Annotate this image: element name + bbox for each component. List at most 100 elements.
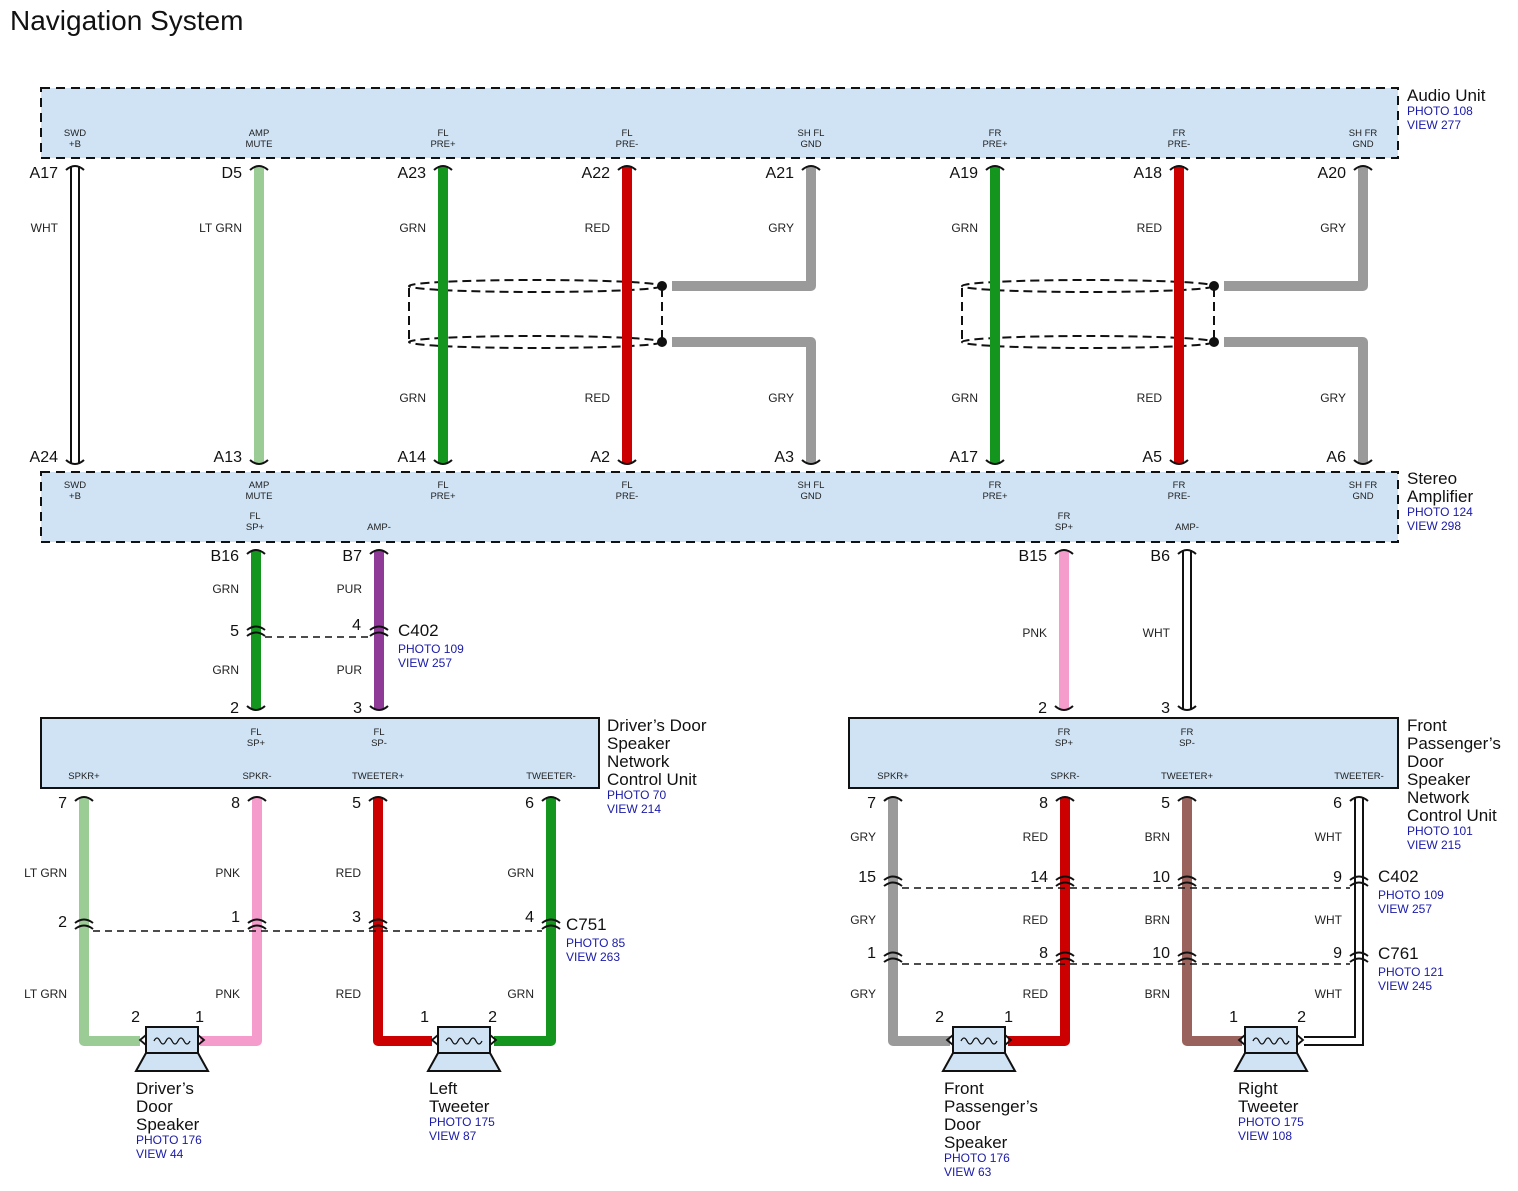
pin-label: A22 [582, 165, 611, 182]
pin-mark [246, 549, 266, 555]
pin-mark [1054, 705, 1074, 711]
wire-pspk-2 [888, 797, 950, 1046]
wire-color-label: RED [585, 391, 611, 405]
c402_left-view-ref: VIEW 257 [398, 656, 452, 670]
wire-color-label: WHT [1143, 626, 1171, 640]
speaker-pin-label: 1 [420, 1009, 429, 1026]
audio_unit-photo-ref: PHOTO 108 [1407, 104, 1473, 118]
driver_speaker-photo-ref: PHOTO 176 [136, 1133, 202, 1147]
wire-color-label: RED [1137, 391, 1163, 405]
pin-label: 3 [353, 700, 362, 717]
c761-pin-b [1349, 957, 1369, 963]
wire-color-label: RED [1023, 830, 1049, 844]
c761-pin-a [1349, 951, 1369, 957]
conn-pin-label: 3 [352, 909, 361, 926]
c751-pin-b [368, 924, 388, 930]
pin-label: 8 [1039, 795, 1048, 812]
pin-mark [1169, 165, 1189, 171]
wire-color-label: WHT [1315, 987, 1343, 1001]
right_tweeter-photo-ref: PHOTO 175 [1238, 1115, 1304, 1129]
audio-unit-signal: SH FL [798, 128, 825, 139]
speaker-pin-label: 1 [1004, 1009, 1013, 1026]
pin-label: 6 [525, 795, 534, 812]
wire-gry-upper [1224, 166, 1368, 291]
wire-color-label: RED [1023, 987, 1049, 1001]
driver-speaker-icon-coil [153, 1037, 191, 1045]
c402-right-pin-a [1177, 875, 1197, 881]
wire-gry-lower [672, 337, 816, 464]
c761-pin-b [1177, 957, 1197, 963]
shield-left-sides [408, 288, 663, 340]
conn-pin-label: 14 [1030, 869, 1048, 886]
pin-mark [1054, 549, 1074, 555]
wire-ltw-2 [494, 797, 556, 1046]
wire-color-label: GRY [768, 391, 794, 405]
pin-label: A20 [1318, 165, 1347, 182]
pass_ncu-name-line: Door [1407, 752, 1444, 771]
c402-left-pin-a [369, 625, 389, 631]
left_tweeter-view-ref: VIEW 87 [429, 1129, 477, 1143]
audio-unit-signal: FR [989, 128, 1002, 139]
pass_speaker-name-line: Front [944, 1079, 984, 1098]
c402-right-pin-b [1055, 881, 1075, 887]
wire-color-label: GRN [951, 391, 978, 405]
pin-mark [985, 165, 1005, 171]
c402-right-pin-a [1349, 875, 1369, 881]
page-title: Navigation System [10, 5, 243, 36]
stereo_amp-name-line: Amplifier [1407, 487, 1473, 506]
component-boxes [40, 87, 1399, 789]
driver_ncu-name-line: Speaker [607, 734, 671, 753]
c402-left-pin-a [246, 625, 266, 631]
amp-signal-lower: SP+ [246, 522, 265, 533]
labels-layer: Navigation SystemSWD+BSWD+BAMPMUTEAMPMUT… [10, 5, 1501, 1179]
pin-label: A23 [398, 165, 427, 182]
pin-label: 5 [352, 795, 361, 812]
wire-color-label: GRY [850, 913, 876, 927]
wires-layer [70, 166, 1368, 1046]
pin-label: 6 [1333, 795, 1342, 812]
wire-color-label: GRN [212, 582, 239, 596]
audio-unit-signal: FR [1173, 128, 1186, 139]
wire-color-label: GRN [399, 221, 426, 235]
wire-color-label: BRN [1145, 830, 1170, 844]
pin-label: A2 [590, 449, 610, 466]
pin-label: 5 [1161, 795, 1170, 812]
wire-color-label: RED [585, 221, 611, 235]
conn-pin-label: 10 [1152, 869, 1170, 886]
amp-signal: FL [437, 480, 448, 491]
c751-pin-a [74, 918, 94, 924]
speaker-pin-label: 1 [1229, 1009, 1238, 1026]
wire-color-label: GRY [1320, 221, 1346, 235]
c402-left-pin-b [369, 631, 389, 637]
audio-unit-signal: MUTE [246, 139, 273, 150]
shield-drain-dot [1209, 337, 1219, 347]
stereo_amp-name-line: Stereo [1407, 469, 1457, 488]
pin-mark [1169, 459, 1189, 465]
driver_speaker-view-ref: VIEW 44 [136, 1147, 184, 1161]
wire-color-label: GRN [951, 221, 978, 235]
pin-mark [246, 705, 266, 711]
pin-mark [1349, 796, 1369, 802]
conn-pin-label: 1 [231, 909, 240, 926]
pin-label: A5 [1142, 449, 1162, 466]
pin-mark [65, 165, 85, 171]
speaker-pin-label: 2 [935, 1009, 944, 1026]
pin-label: A17 [30, 165, 59, 182]
pin-mark [541, 796, 561, 802]
pin-label: A14 [398, 449, 427, 466]
pin-mark [617, 165, 637, 171]
pin-mark [801, 459, 821, 465]
wire-color-label: GRY [850, 830, 876, 844]
shield-drain-dot [657, 337, 667, 347]
c761-name: C761 [1378, 944, 1419, 963]
conn-pin-label: 9 [1333, 869, 1342, 886]
right-tweeter-icon-cone [1233, 1052, 1309, 1072]
audio-unit-signal: GND [1352, 139, 1373, 150]
pass_ncu-photo-ref: PHOTO 101 [1407, 824, 1473, 838]
stereo_amp-photo-ref: PHOTO 124 [1407, 505, 1473, 519]
wire-color-label: GRY [850, 987, 876, 1001]
wire-color-label: GRN [507, 866, 534, 880]
c402-right-pin-a [1055, 875, 1075, 881]
driver_ncu-name-line: Control Unit [607, 770, 697, 789]
pin-label: 8 [231, 795, 240, 812]
